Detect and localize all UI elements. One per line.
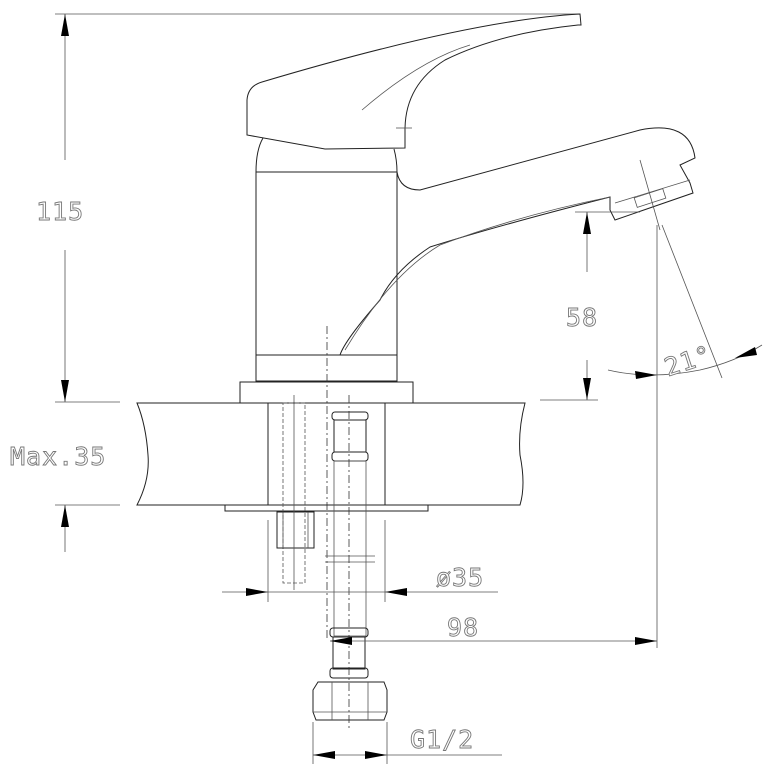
faucet-handle [246,13,582,150]
dimension-spout-58: 58 [540,211,640,401]
dimension-thread: G1/2 [312,722,502,764]
dimension-reach-98: 98 [330,225,658,648]
dimension-label-58: 58 [566,303,598,332]
dimension-label-max35: Max.35 [10,442,106,471]
dimension-label-115: 115 [36,197,84,226]
countertop-section [136,402,526,512]
dimension-label-98: 98 [447,613,479,642]
flexible-hose [312,395,388,730]
dimension-label-thread: G1/2 [410,725,474,754]
dimension-hole-diameter: ø35 [222,520,498,602]
dimension-angle-21: 21° [607,224,763,383]
dimension-label-diameter: ø35 [436,563,484,592]
dimension-115: 115 [36,13,580,403]
dimension-max35: Max.35 [10,442,120,552]
faucet-body [239,127,696,640]
dimension-label-angle: 21° [661,340,716,382]
supply-pipe-left [276,395,315,590]
